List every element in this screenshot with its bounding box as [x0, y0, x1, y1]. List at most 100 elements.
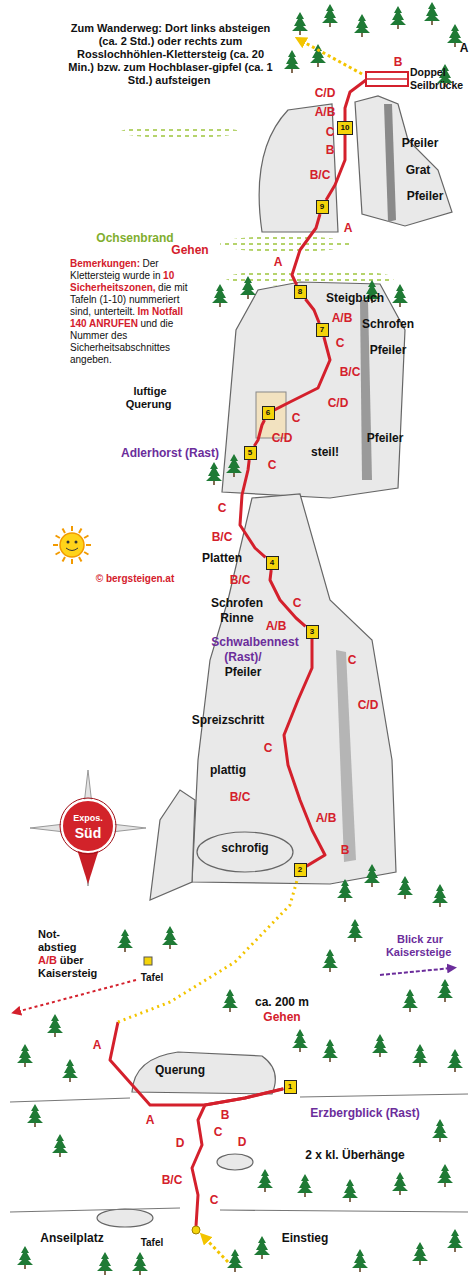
tree [447, 1049, 463, 1068]
rock-shade [384, 104, 396, 222]
compass-star [30, 770, 146, 886]
plate-number: 7 [320, 325, 324, 334]
tree-trunk [329, 23, 331, 27]
map-label: Schrofen [362, 317, 414, 331]
tree-trunk [371, 883, 373, 887]
plate-number: 4 [270, 558, 274, 567]
plate-number: 5 [248, 448, 252, 457]
tree [62, 1059, 78, 1078]
tree-trunk [439, 903, 441, 907]
tree-trunk [431, 21, 433, 25]
tree [257, 1169, 273, 1188]
tree [337, 879, 353, 898]
remarks-note: Bemerkungen:Der Klettersteig wurde in10 … [70, 258, 195, 366]
sun-eye [67, 541, 70, 544]
pillar-rock [192, 494, 396, 884]
zone-plate: 6 [262, 406, 275, 420]
start-sign [192, 1226, 200, 1234]
tree-trunk [299, 1048, 301, 1052]
map-label: Tafel [141, 1237, 164, 1249]
tree-trunk [399, 303, 401, 307]
sun-ray [84, 536, 88, 539]
note-text: Not- abstieg [38, 928, 80, 954]
tree [342, 1179, 358, 1198]
climbing-route [284, 639, 325, 866]
view-arrow [380, 968, 452, 975]
grade-label: B/C [230, 790, 251, 804]
tree-trunk [444, 1183, 446, 1187]
grade-label: C/D [272, 431, 293, 445]
route-segment [240, 460, 266, 557]
grade-label: B/C [340, 365, 361, 379]
map-label: steil! [311, 445, 339, 459]
note-text: Zum Wanderweg: Dort links absteigen (ca.… [68, 22, 272, 86]
sun-ray [84, 552, 88, 555]
map-label: Querung [155, 1063, 205, 1077]
tree [447, 1229, 463, 1248]
tree-trunk [69, 1078, 71, 1082]
rock [132, 1052, 275, 1094]
grade-label: A/B [266, 619, 287, 633]
tree-trunk [439, 1138, 441, 1142]
sun-ray [86, 544, 91, 546]
grade-label: C [326, 125, 335, 139]
grade-label: B/C [310, 168, 331, 182]
tree [322, 949, 338, 968]
tree [292, 12, 308, 31]
grade-label: A [344, 221, 353, 235]
grade-label: A/B [332, 311, 353, 325]
tree-trunk [104, 1271, 106, 1275]
plate-number: 9 [320, 202, 324, 211]
boulder [217, 1154, 253, 1170]
sun-ray [79, 529, 82, 533]
plate-number: 8 [298, 287, 302, 296]
sun-ray [71, 559, 73, 564]
tree [27, 1104, 43, 1123]
grass [120, 126, 240, 138]
grade-label: C [293, 596, 302, 610]
tree-trunk [264, 1188, 266, 1192]
sun-ray [71, 526, 73, 531]
zone-plate: 8 [294, 285, 307, 299]
tree [17, 1246, 33, 1265]
grade-label: Gehen [263, 1010, 300, 1024]
grass [220, 236, 350, 252]
plate-number: 10 [341, 123, 350, 132]
grade-label: D [176, 1136, 185, 1150]
tree-trunk [291, 69, 293, 73]
tree [402, 989, 418, 1008]
map-label: Ochsenbrand [96, 231, 173, 245]
escape-arrow [16, 980, 136, 1012]
tree-trunk [261, 1255, 263, 1259]
zone-plate: 3 [306, 625, 319, 639]
grade-label: C [264, 741, 273, 755]
tree-trunk [454, 1068, 456, 1072]
map-label: Adlerhorst (Rast) [121, 446, 219, 460]
tree-trunk [404, 895, 406, 899]
grade-label: A/B [315, 105, 336, 119]
note-text: Doppel Seilbrücke [410, 66, 463, 91]
route-segment [254, 420, 264, 446]
tree [292, 1029, 308, 1048]
grade-label: C [214, 1125, 223, 1139]
sun-icon [53, 526, 91, 564]
grade-label: D [238, 1135, 247, 1149]
grade-label: B [221, 1108, 230, 1122]
grade-label: C/D [315, 86, 336, 100]
grade-label: C [292, 411, 301, 425]
rock [150, 790, 195, 900]
map-label: plattig [210, 763, 246, 777]
map-label: 2 x kl. Überhänge [305, 1148, 404, 1162]
tree [47, 1014, 63, 1033]
zone-plate: 7 [316, 323, 329, 337]
map-label: Steigbuch [326, 291, 384, 305]
tree-trunk [233, 473, 235, 477]
zone-plate: 4 [266, 556, 279, 570]
route-segment [292, 214, 320, 285]
plate-number: 6 [266, 408, 270, 417]
grade-label: A [93, 1038, 102, 1052]
tree [117, 929, 133, 948]
tree [352, 1249, 368, 1268]
climbing-route [326, 135, 345, 200]
